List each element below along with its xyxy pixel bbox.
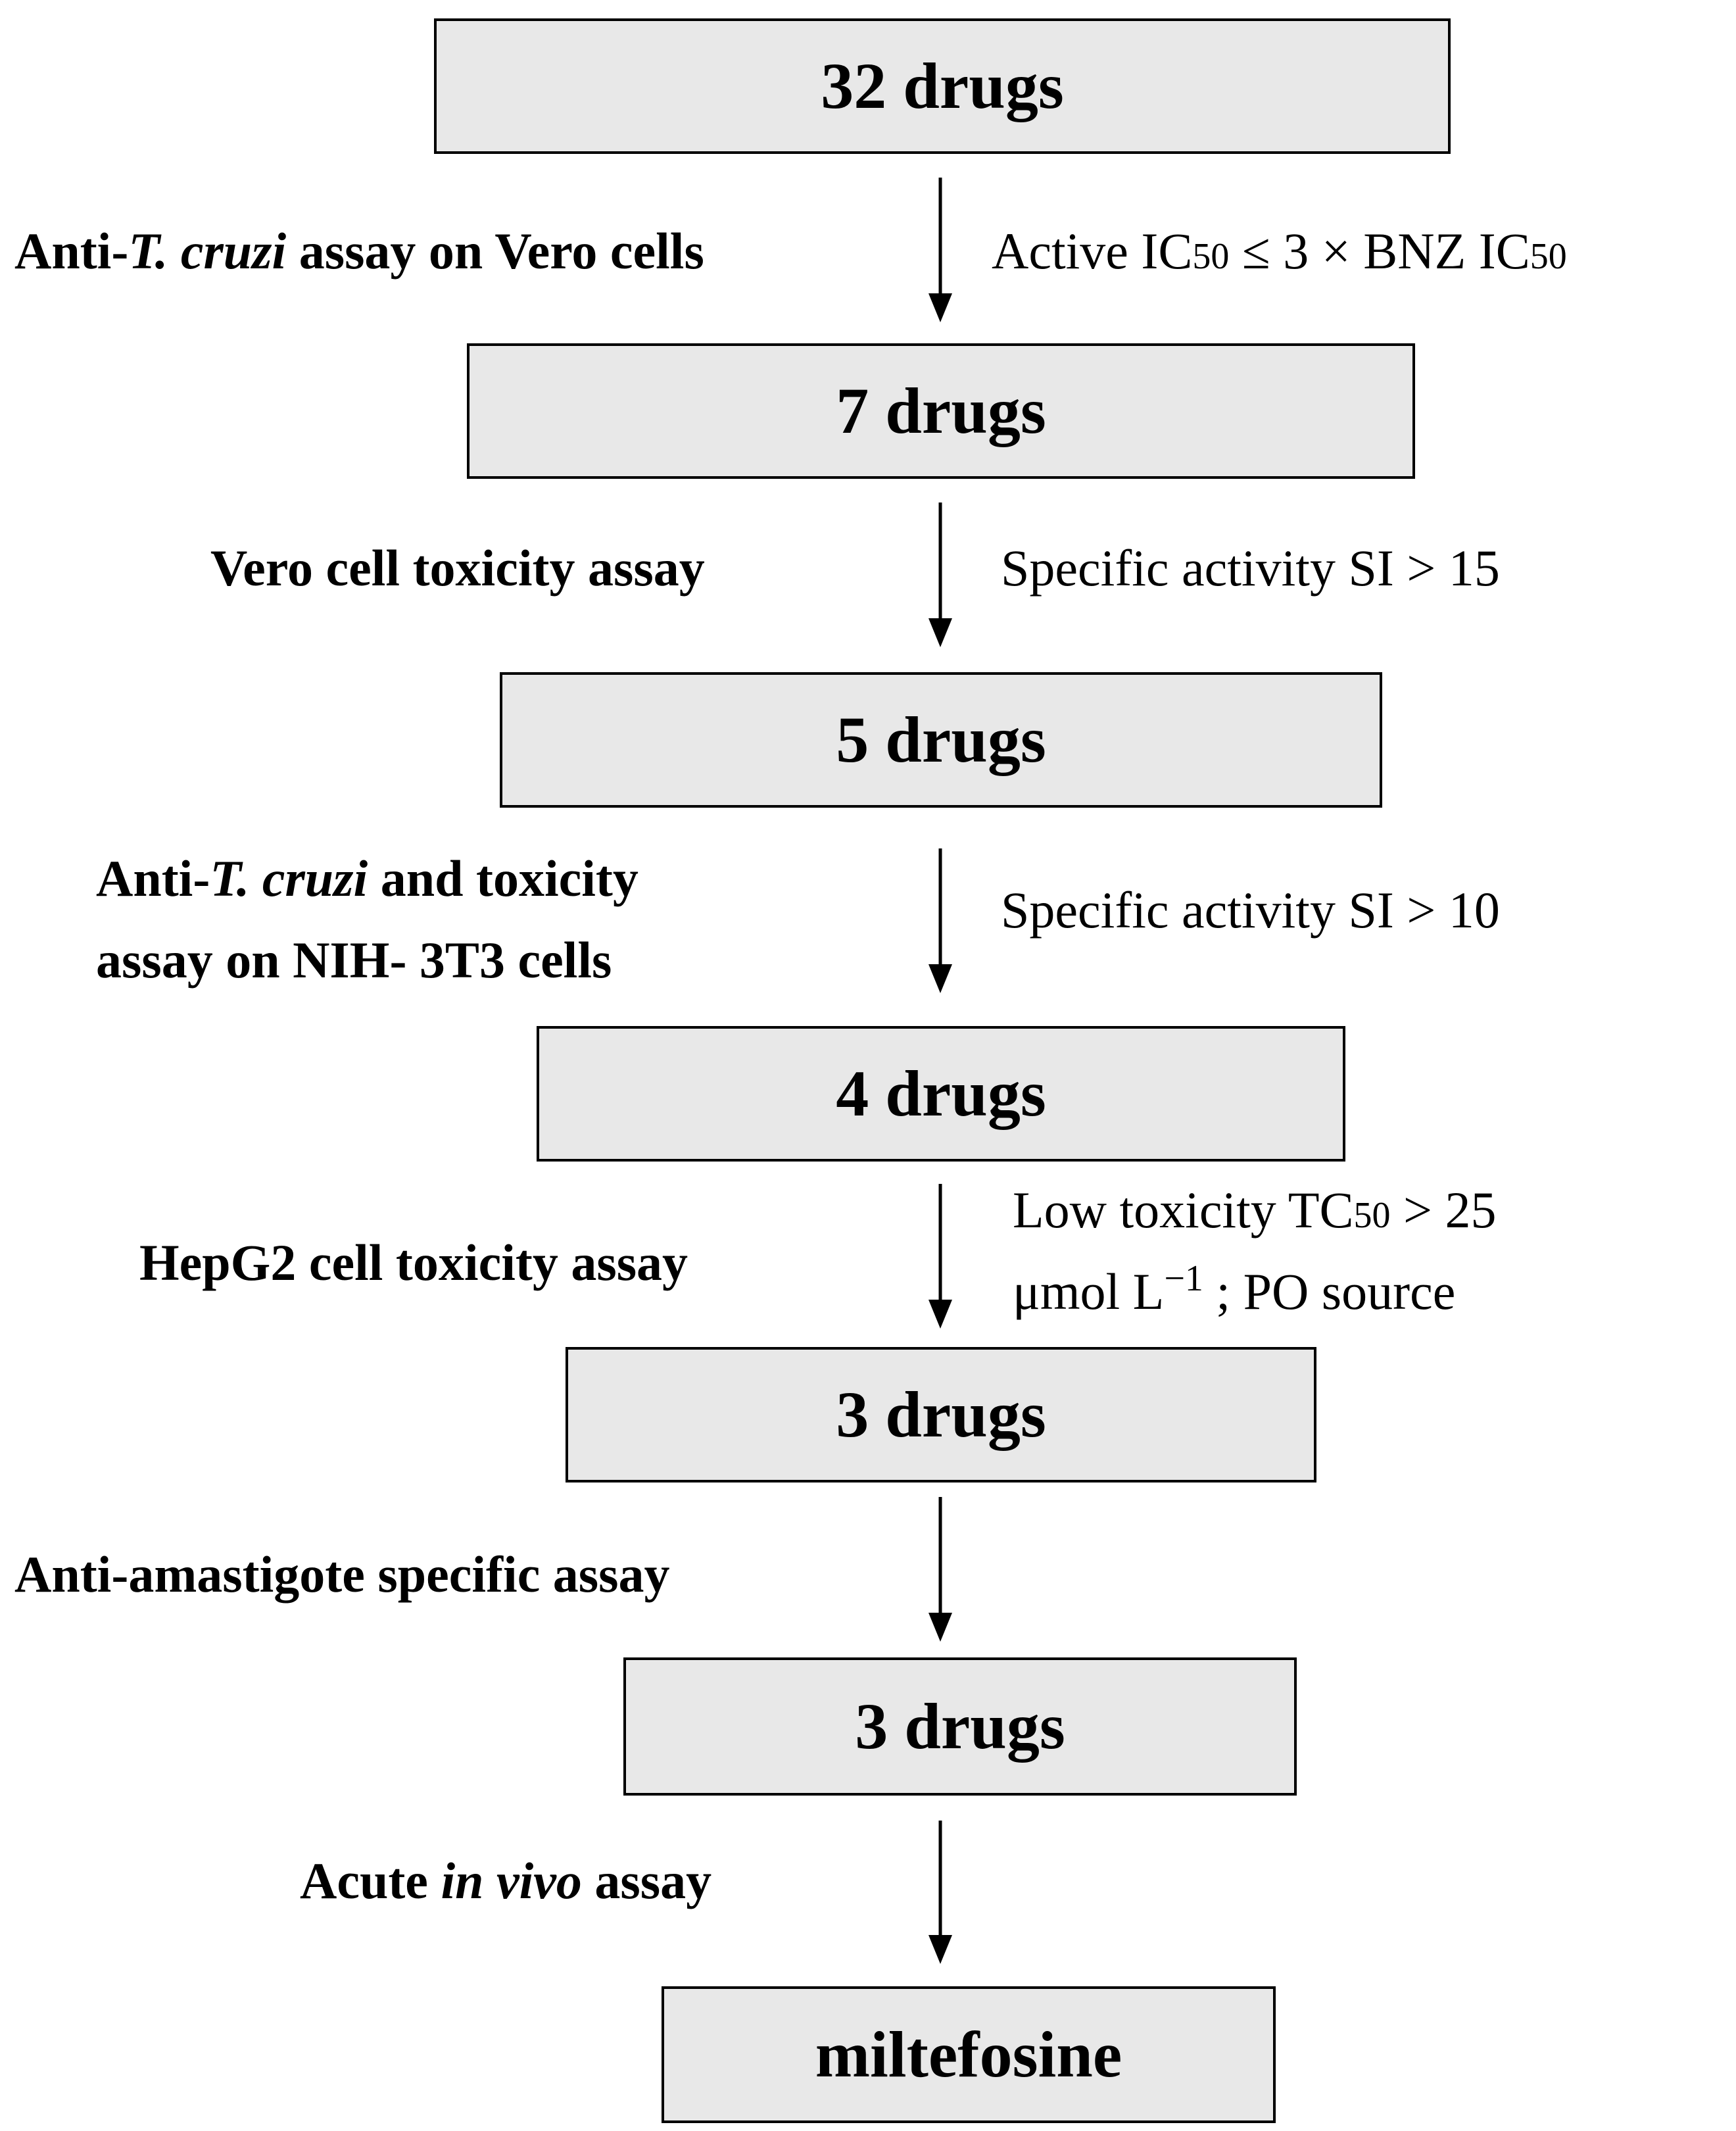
step-label-anti-amastigote: Anti-amastigote specific assay — [14, 1546, 670, 1603]
arrow-down-icon — [928, 1497, 952, 1642]
box-4-drugs: 4 drugs — [537, 1026, 1345, 1162]
step-label-anti-t-cruzi-vero: Anti-T. cruzi assay on Vero cells — [14, 222, 704, 280]
step-label-anti-t-cruzi-nih3t3: Anti-T. cruzi and toxicity — [96, 850, 639, 907]
criterion-si-10: Specific activity SI > 10 — [1001, 881, 1500, 939]
step-label-acute-in-vivo: Acute in vivo assay — [300, 1852, 712, 1909]
criterion-active-ic50: Active IC50 ≤ 3 × BNZ IC50 — [992, 222, 1567, 280]
box-5-drugs: 5 drugs — [500, 672, 1382, 808]
arrow-down-icon — [928, 1821, 952, 1964]
box-miltefosine: miltefosine — [662, 1986, 1276, 2123]
box-3-drugs-b: 3 drugs — [623, 1657, 1297, 1796]
step-label-vero-toxicity: Vero cell toxicity assay — [210, 539, 705, 597]
criterion-low-toxicity-line2: μmol L−1 ; PO source — [1013, 1258, 1456, 1320]
arrow-down-icon — [928, 848, 952, 993]
arrow-down-icon — [928, 502, 952, 647]
box-3-drugs-a: 3 drugs — [566, 1347, 1316, 1482]
arrow-down-icon — [928, 178, 952, 322]
criterion-si-15: Specific activity SI > 15 — [1001, 539, 1500, 597]
box-32-drugs: 32 drugs — [434, 18, 1451, 154]
arrow-down-icon — [928, 1184, 952, 1329]
step-label-hepg2-toxicity: HepG2 cell toxicity assay — [139, 1234, 688, 1291]
box-7-drugs: 7 drugs — [467, 343, 1415, 479]
criterion-low-toxicity: Low toxicity TC50 > 25 — [1013, 1181, 1497, 1238]
step-label-nih3t3-line2: assay on NIH- 3T3 cells — [96, 931, 612, 989]
